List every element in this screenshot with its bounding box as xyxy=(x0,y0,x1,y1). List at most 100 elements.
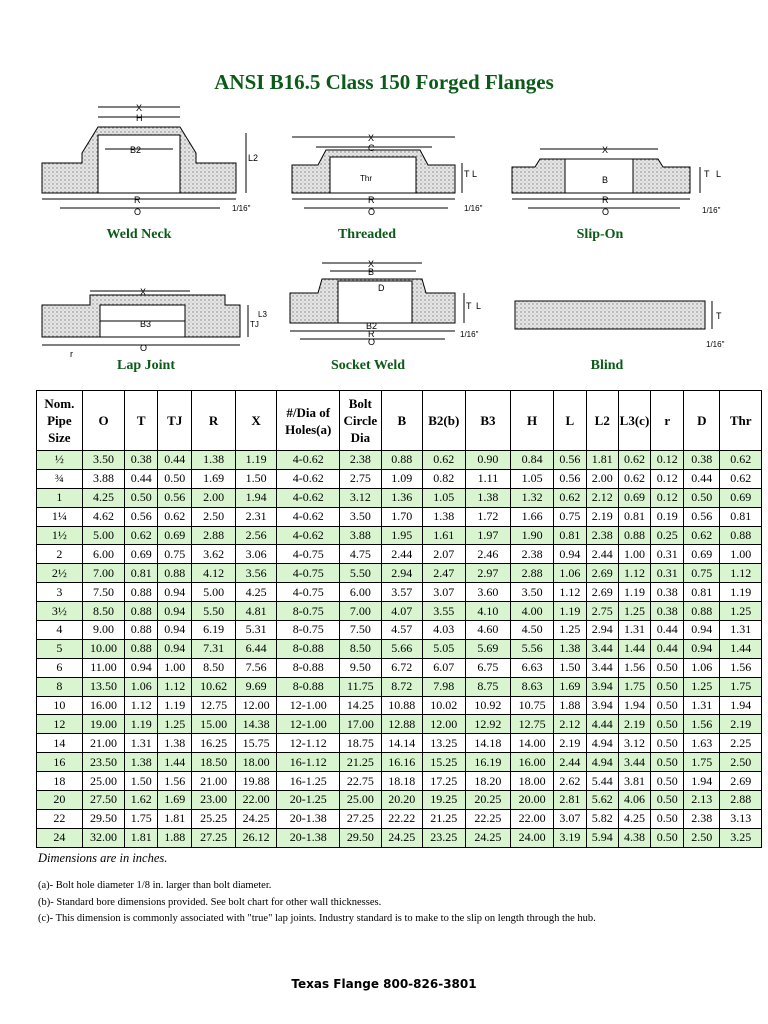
table-cell: 0.94 xyxy=(157,638,193,659)
table-cell: 1.95 xyxy=(380,525,424,546)
table-cell: 4.25 xyxy=(81,487,126,508)
table-cell: 1.19 xyxy=(552,601,587,622)
table-header-row: Nom. Pipe Size O T TJ R X #/Dia of Holes… xyxy=(36,390,762,451)
table-cell: 7.50 xyxy=(339,620,382,640)
table-cell: 4.57 xyxy=(380,620,424,640)
table-cell: 1.50 xyxy=(124,771,159,792)
slip-on-dim-l: L xyxy=(716,169,721,179)
table-cell: 18.18 xyxy=(380,771,424,792)
table-cell: 18.00 xyxy=(234,752,278,773)
lap-joint-dim-x: X xyxy=(140,287,146,297)
table-cell: 1.81 xyxy=(157,808,193,829)
table-cell: 4.25 xyxy=(234,582,278,603)
table-cell: 22.25 xyxy=(464,808,512,829)
table-cell: 2.81 xyxy=(552,790,587,810)
table-cell: 3.12 xyxy=(339,487,382,508)
table-cell: 0.75 xyxy=(157,544,193,565)
footnote-a: (a)- Bolt hole diameter 1/8 in. larger t… xyxy=(38,880,272,891)
table-cell: 6.44 xyxy=(234,638,278,659)
table-cell: 1.12 xyxy=(617,563,652,584)
table-cell: 16-1.12 xyxy=(276,752,341,773)
table-cell: 1.69 xyxy=(157,790,193,810)
table-cell: 1.06 xyxy=(124,676,159,697)
table-cell: 4.25 xyxy=(617,808,652,829)
table-cell: 12.00 xyxy=(422,714,466,735)
table-cell: 0.62 xyxy=(124,525,159,546)
table-cell: 5.50 xyxy=(339,563,382,584)
table-cell: 1.56 xyxy=(719,657,762,678)
table-cell: 0.81 xyxy=(552,525,587,546)
socket-weld-dim-b: B xyxy=(368,267,374,277)
table-cell: 19.00 xyxy=(81,714,126,735)
table-cell: 1.94 xyxy=(234,487,278,508)
socket-weld-dim-b2: B2 xyxy=(366,321,377,331)
table-cell: 4.75 xyxy=(339,544,382,565)
table-cell: 3.44 xyxy=(617,752,652,773)
flange-diagrams: X H B2 L2 R O 1/16" X C Thr T L R O 1/16… xyxy=(41,103,725,359)
table-cell: 0.88 xyxy=(124,638,159,659)
table-cell: 3.13 xyxy=(719,808,762,829)
table-cell: 8.63 xyxy=(510,676,554,697)
socket-weld-dim-t: T xyxy=(466,301,472,311)
col-header-b2: B2(b) xyxy=(422,390,466,451)
table-cell: 3.07 xyxy=(552,808,587,829)
table-cell: 2.97 xyxy=(464,563,512,584)
col-header-nom-pipe-size: Nom. Pipe Size xyxy=(36,390,83,451)
caption-socket-weld: Socket Weld xyxy=(330,358,406,373)
table-cell: 5.50 xyxy=(191,601,236,622)
table-cell: 21.00 xyxy=(191,771,236,792)
table-cell: 2.12 xyxy=(552,714,587,735)
table-cell: 6.19 xyxy=(191,620,236,640)
col-header-o: O xyxy=(81,390,126,451)
table-cell: 10 xyxy=(36,695,83,716)
table-cell: 22.00 xyxy=(510,808,554,829)
col-header-holes: #/Dia of Holes(a) xyxy=(276,390,341,451)
table-cell: 1.38 xyxy=(464,487,512,508)
threaded-dim-l: L xyxy=(472,169,477,179)
blind-diagram: T 1/16" xyxy=(514,300,725,349)
table-cell: 6.63 xyxy=(510,657,554,678)
table-cell: 3.56 xyxy=(234,563,278,584)
footnotes: (a)- Bolt hole diameter 1/8 in. larger t… xyxy=(38,878,596,928)
table-cell: 18.50 xyxy=(191,752,236,773)
table-cell: 6.72 xyxy=(380,657,424,678)
table-cell: 3½ xyxy=(36,601,83,622)
table-cell: 1.25 xyxy=(157,714,193,735)
table-cell: 1.31 xyxy=(124,733,159,754)
table-cell: 0.31 xyxy=(650,544,685,565)
table-cell: 5.56 xyxy=(510,638,554,659)
table-cell: 16.25 xyxy=(191,733,236,754)
table-cell: 0.94 xyxy=(157,582,193,603)
lap-joint-diagram: X B3 TJ L3 O r xyxy=(41,287,267,359)
table-cell: 0.81 xyxy=(617,506,652,527)
threaded-diagram: X C Thr T L R O 1/16" xyxy=(291,133,483,217)
table-cell: 1.12 xyxy=(124,695,159,716)
table-cell: 7.00 xyxy=(339,601,382,622)
table-cell: 8.72 xyxy=(380,676,424,697)
weld-neck-dim-b2: B2 xyxy=(130,145,141,155)
table-cell: 1.00 xyxy=(157,657,193,678)
table-cell: 0.50 xyxy=(650,827,685,848)
table-cell: 7.56 xyxy=(234,657,278,678)
table-cell: 0.50 xyxy=(650,808,685,829)
table-cell: 2.88 xyxy=(719,790,762,810)
table-cell: 4 xyxy=(36,620,83,640)
table-cell: 1.31 xyxy=(617,620,652,640)
table-cell: 12-1.12 xyxy=(276,733,341,754)
slip-on-dim-t: T xyxy=(704,169,710,179)
table-cell: 0.31 xyxy=(650,563,685,584)
table-cell: 0.88 xyxy=(683,601,721,622)
table-cell: 2.75 xyxy=(339,468,382,489)
table-cell: 0.62 xyxy=(157,506,193,527)
caption-lap-joint: Lap Joint xyxy=(117,358,175,373)
table-cell: 29.50 xyxy=(81,808,126,829)
table-cell: 1.19 xyxy=(124,714,159,735)
table-cell: 4.10 xyxy=(464,601,512,622)
socket-weld-dim-o: O xyxy=(368,337,375,347)
footnote-b: (b)- Standard bore dimensions provided. … xyxy=(38,896,382,908)
threaded-dim-c: C xyxy=(368,143,375,153)
table-cell: 12.00 xyxy=(234,695,278,716)
table-cell: 11.00 xyxy=(81,657,126,678)
